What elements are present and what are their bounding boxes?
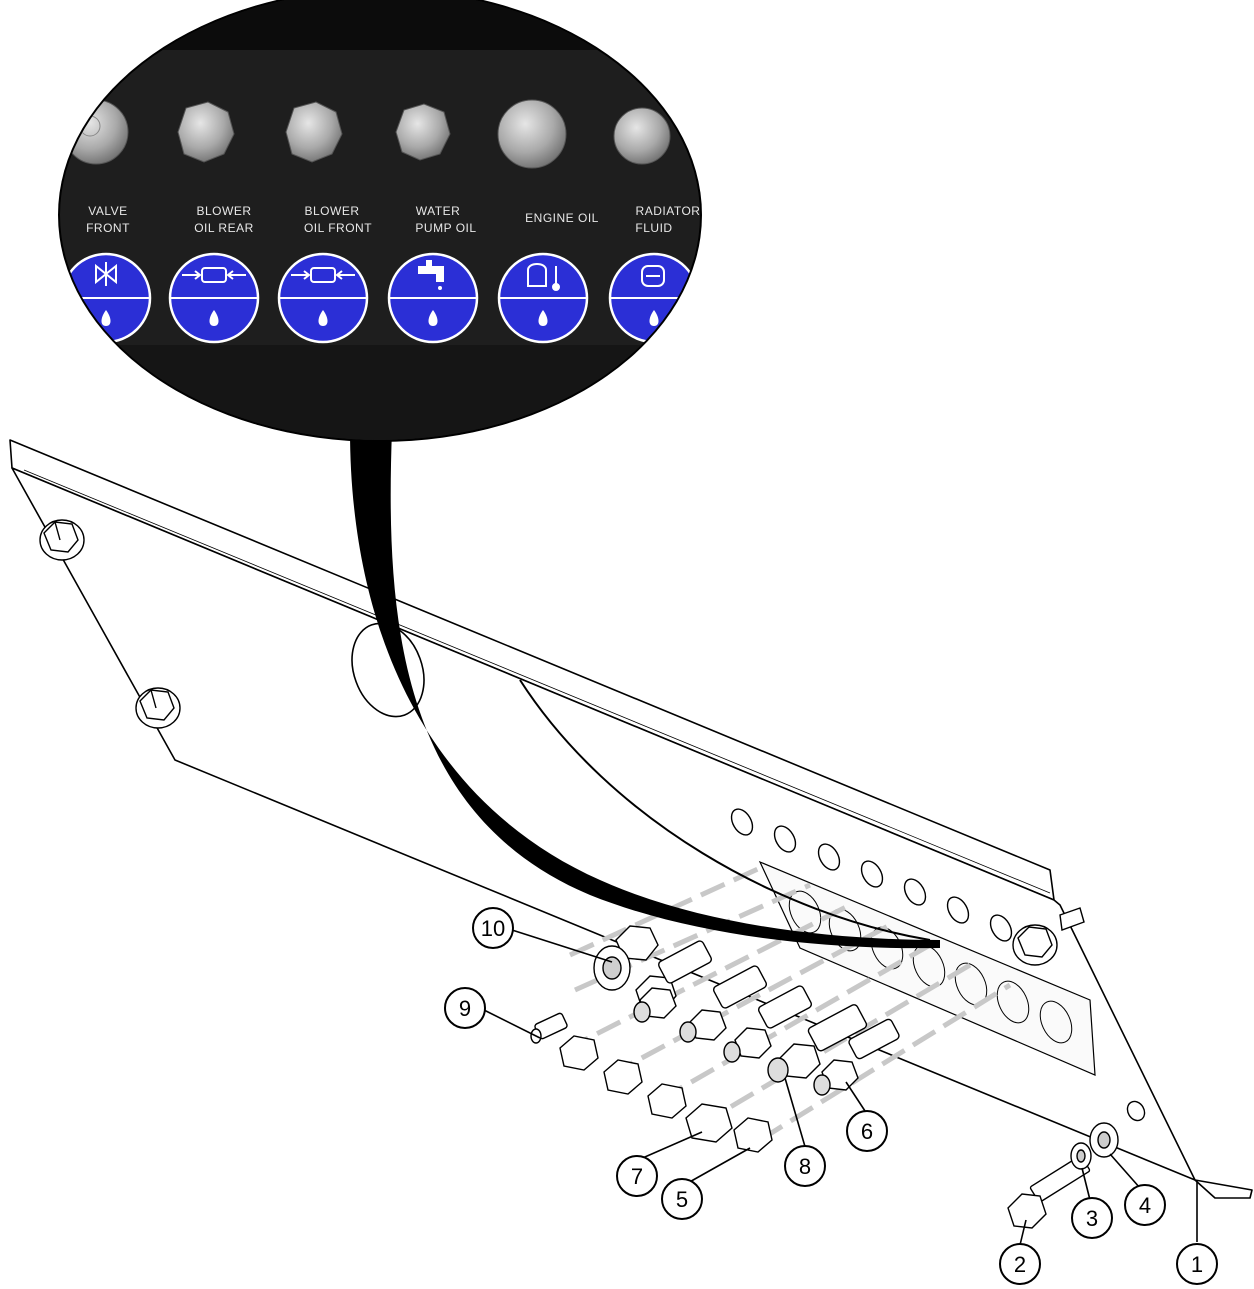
- fitting-a: [633, 940, 712, 1023]
- cap-5: [733, 1117, 773, 1153]
- svg-text:6: 6: [861, 1119, 873, 1144]
- gauge-holes: [730, 808, 1146, 1122]
- radiator-icon: [641, 265, 665, 287]
- callout-3: 3: [1071, 1197, 1113, 1239]
- plug: [530, 1012, 568, 1044]
- svg-text:3: 3: [1086, 1206, 1098, 1231]
- callout-1: 1: [1176, 1243, 1218, 1285]
- panel-mount-bolt-lower: [135, 687, 181, 729]
- gauge-label-2b: OIL REAR: [194, 221, 254, 235]
- magnified-inset: VALVE FRONT BLOWER OIL REAR BLOWER OIL F…: [58, 0, 702, 442]
- svg-text:4: 4: [1139, 1193, 1151, 1218]
- blower-icon: [182, 267, 246, 283]
- magnifier-leader-thin: [519, 679, 931, 941]
- caps: [530, 1012, 773, 1153]
- svg-text:5: 5: [676, 1187, 688, 1212]
- droplet-icon: [209, 310, 219, 326]
- droplet-icon: [428, 310, 438, 326]
- blower-icon: [291, 267, 355, 283]
- callout-9: 9: [444, 987, 486, 1029]
- droplet-icon: [101, 310, 111, 326]
- gauge-label-1a: VALVE: [88, 204, 127, 218]
- fitting-d: [767, 1004, 868, 1083]
- gauge-cap-4: [395, 103, 451, 161]
- faucet-icon: [418, 260, 444, 290]
- callout-7: 7: [616, 1155, 658, 1197]
- gauge-cap-3: [285, 101, 343, 163]
- callout-10: 10: [472, 907, 514, 949]
- access-hole: [351, 622, 425, 718]
- gauge-label-row: VALVE FRONT BLOWER OIL REAR BLOWER OIL F…: [86, 204, 700, 235]
- callout-5: 5: [661, 1178, 703, 1220]
- decal-6: [608, 252, 700, 344]
- magnifier-leader: [350, 430, 940, 949]
- gauge-label-4a: WATER: [416, 204, 461, 218]
- gauge-label-2a: BLOWER: [196, 204, 251, 218]
- gauge-label-3b: OIL FRONT: [304, 221, 372, 235]
- cap-3: [647, 1083, 687, 1119]
- callout-4: 4: [1124, 1184, 1166, 1226]
- decal-5: [497, 252, 589, 344]
- droplet-icon: [538, 310, 548, 326]
- svg-text:8: 8: [799, 1154, 811, 1179]
- valve-icon: [95, 262, 117, 286]
- gauge-label-3a: BLOWER: [304, 204, 359, 218]
- engine-thermometer-icon: [527, 263, 560, 291]
- svg-text:2: 2: [1014, 1252, 1026, 1277]
- droplet-icon: [318, 310, 328, 326]
- lock-washer: [1070, 1142, 1092, 1170]
- gauge-cap-2: [177, 101, 235, 163]
- svg-text:7: 7: [631, 1164, 643, 1189]
- gauge-cap-6: [613, 107, 671, 165]
- flat-washer: [1089, 1122, 1119, 1158]
- callout-2: 2: [999, 1243, 1041, 1285]
- threaded-fittings: [633, 940, 900, 1096]
- callout-6: 6: [846, 1110, 888, 1152]
- gauge-label-6b: FLUID: [635, 221, 672, 235]
- panel-mount-bolt-upper: [39, 519, 85, 561]
- panel: [9, 439, 1253, 1199]
- svg-text:10: 10: [481, 916, 505, 941]
- callout-8: 8: [784, 1145, 826, 1187]
- gauge-label-1b: FRONT: [86, 221, 130, 235]
- decal-3: [277, 252, 369, 344]
- callouts: 10 9 7 5 8 6 2 3 4 1: [444, 907, 1218, 1285]
- large-cap: [685, 1103, 733, 1143]
- fitting-e: [813, 1018, 900, 1096]
- decal-2: [168, 252, 260, 344]
- svg-text:9: 9: [459, 996, 471, 1021]
- gauge-cap-5: [497, 99, 567, 169]
- gauge-label-4b: PUMP OIL: [415, 221, 476, 235]
- cap-1: [559, 1035, 599, 1071]
- decal-4: [387, 252, 479, 344]
- svg-text:1: 1: [1191, 1252, 1203, 1277]
- cap-2: [603, 1059, 643, 1095]
- droplet-icon: [649, 310, 659, 326]
- gauge-label-5a: ENGINE OIL: [525, 211, 599, 225]
- gauge-cap-row: [63, 99, 671, 169]
- fitting-c: [723, 985, 812, 1063]
- panel-mount-bolt-right: [1012, 907, 1085, 966]
- callout-leaders: [483, 929, 1198, 1246]
- gauge-label-6a: RADIATOR: [636, 204, 701, 218]
- fitting-b: [679, 965, 767, 1043]
- decal-1: [60, 252, 152, 344]
